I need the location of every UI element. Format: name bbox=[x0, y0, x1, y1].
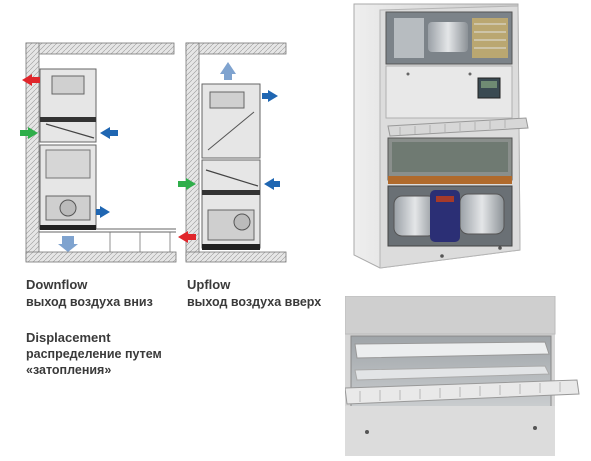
displacement-line1: распределение путем bbox=[26, 347, 162, 361]
filter-tray bbox=[387, 117, 529, 137]
floor-air-arrow-icon bbox=[58, 236, 78, 252]
filter-tray-detail bbox=[345, 296, 580, 456]
return-air-arrow-icon bbox=[20, 127, 38, 139]
upflow-floor bbox=[185, 251, 287, 263]
cabinet-photo bbox=[353, 3, 529, 269]
upflow-cool-arrow-icon bbox=[264, 178, 280, 190]
downflow-subtitle: выход воздуха вниз bbox=[26, 295, 153, 309]
upflow-ceiling bbox=[185, 42, 287, 55]
ceiling-slab bbox=[25, 42, 175, 55]
right-fan-icon bbox=[459, 193, 505, 235]
displacement-line2: «затопления» bbox=[26, 363, 112, 377]
left-wall bbox=[25, 42, 40, 262]
upflow-hot-arrow-icon bbox=[178, 231, 196, 243]
compressor-icon bbox=[430, 190, 460, 242]
downflow-diagram bbox=[20, 42, 177, 263]
floor-slab bbox=[25, 251, 177, 263]
left-fan-icon bbox=[393, 195, 437, 237]
upflow-return-arrow-icon bbox=[178, 178, 196, 190]
upflow-wall bbox=[185, 42, 200, 262]
cool-air-arrow-icon bbox=[100, 127, 118, 139]
upflow-top-arrow-icon bbox=[220, 62, 236, 80]
upflow-diagram bbox=[178, 42, 287, 263]
downflow-title: Downflow bbox=[26, 277, 88, 292]
upflow-title: Upflow bbox=[187, 277, 231, 292]
upflow-subtitle: выход воздуха вверх bbox=[187, 295, 322, 309]
supply-air-arrow-icon bbox=[96, 206, 110, 218]
upflow-supply-arrow-icon bbox=[262, 90, 278, 102]
displacement-title: Displacement bbox=[26, 330, 111, 345]
hot-air-arrow-icon bbox=[22, 74, 40, 86]
